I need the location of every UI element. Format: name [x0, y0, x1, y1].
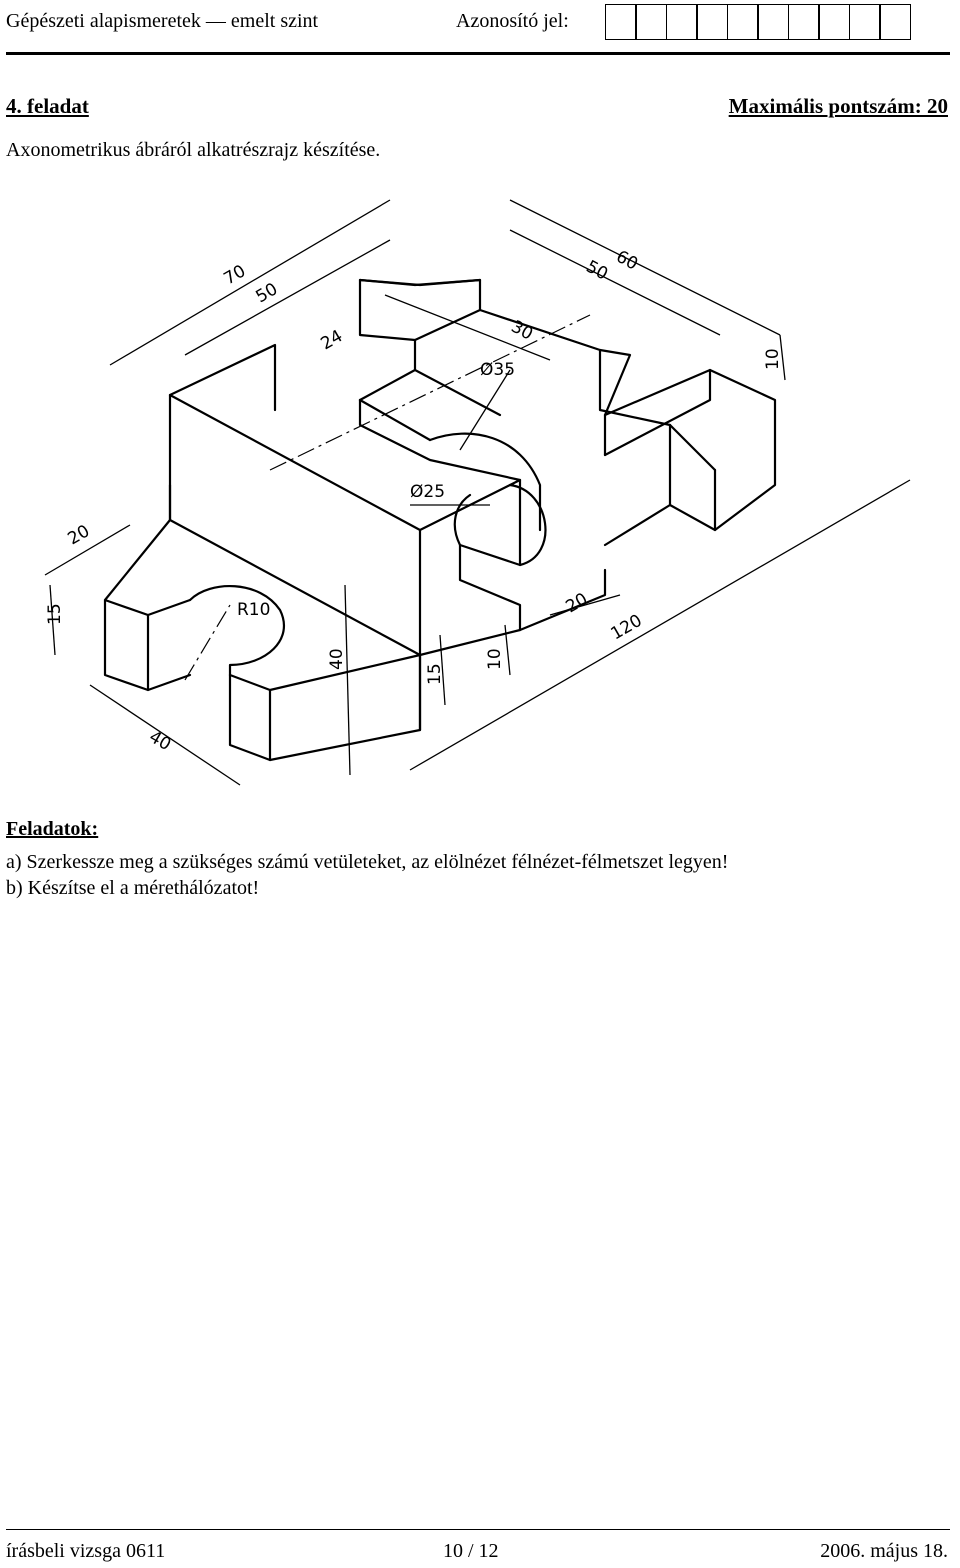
id-box[interactable] — [757, 4, 789, 40]
max-points: Maximális pontszám: 20 — [728, 94, 948, 118]
task-item-b: b) Készítse el a mérethálózatot! — [6, 877, 260, 899]
dim-24: 24 — [318, 326, 347, 354]
dim-20-left: 20 — [65, 521, 94, 549]
dim-40-height: 40 — [327, 648, 347, 670]
dim-diameter-35: Ø35 — [480, 360, 515, 380]
task-title: 4. feladat — [6, 94, 89, 118]
subject-header: Gépészeti alapismeretek — emelt szint — [6, 10, 319, 32]
dim-15-left: 15 — [45, 603, 65, 625]
id-box[interactable] — [787, 4, 820, 40]
id-box[interactable] — [879, 4, 911, 40]
id-box[interactable] — [726, 4, 759, 40]
id-box[interactable] — [848, 4, 881, 40]
task-subtitle: Axonometrikus ábráról alkatrészrajz kész… — [6, 139, 381, 161]
dim-r10: R10 — [237, 600, 270, 620]
axonometric-drawing: 70 50 60 50 10 24 30 Ø35 Ø25 20 15 R10 4… — [44, 199, 911, 786]
dim-20-right: 20 — [563, 589, 592, 617]
id-box[interactable] — [665, 4, 698, 40]
task-item-a: a) Szerkessze meg a szükséges számú vetü… — [6, 851, 729, 873]
id-box[interactable] — [818, 4, 850, 40]
footer-rule — [6, 1529, 950, 1530]
tasks-heading: Feladatok: — [6, 818, 99, 840]
dim-10-bottom: 10 — [485, 648, 505, 670]
id-label: Azonosító jel: — [456, 10, 569, 32]
dim-50-right: 50 — [583, 257, 611, 285]
id-box[interactable] — [696, 4, 728, 40]
page-number: 10 / 12 — [443, 1540, 499, 1562]
dim-120: 120 — [608, 611, 646, 645]
id-box[interactable] — [604, 4, 637, 40]
footer-date: 2006. május 18. — [820, 1540, 948, 1562]
id-box[interactable] — [635, 4, 667, 40]
footer-exam: írásbeli vizsga 0611 — [6, 1540, 166, 1562]
dim-60: 60 — [613, 247, 641, 275]
dim-10-right: 10 — [763, 348, 783, 370]
dim-40-bottom: 40 — [146, 727, 175, 755]
header-rule — [6, 52, 950, 55]
id-boxes — [604, 4, 911, 40]
dim-diameter-25: Ø25 — [410, 482, 445, 502]
dim-15-right: 15 — [425, 663, 445, 685]
